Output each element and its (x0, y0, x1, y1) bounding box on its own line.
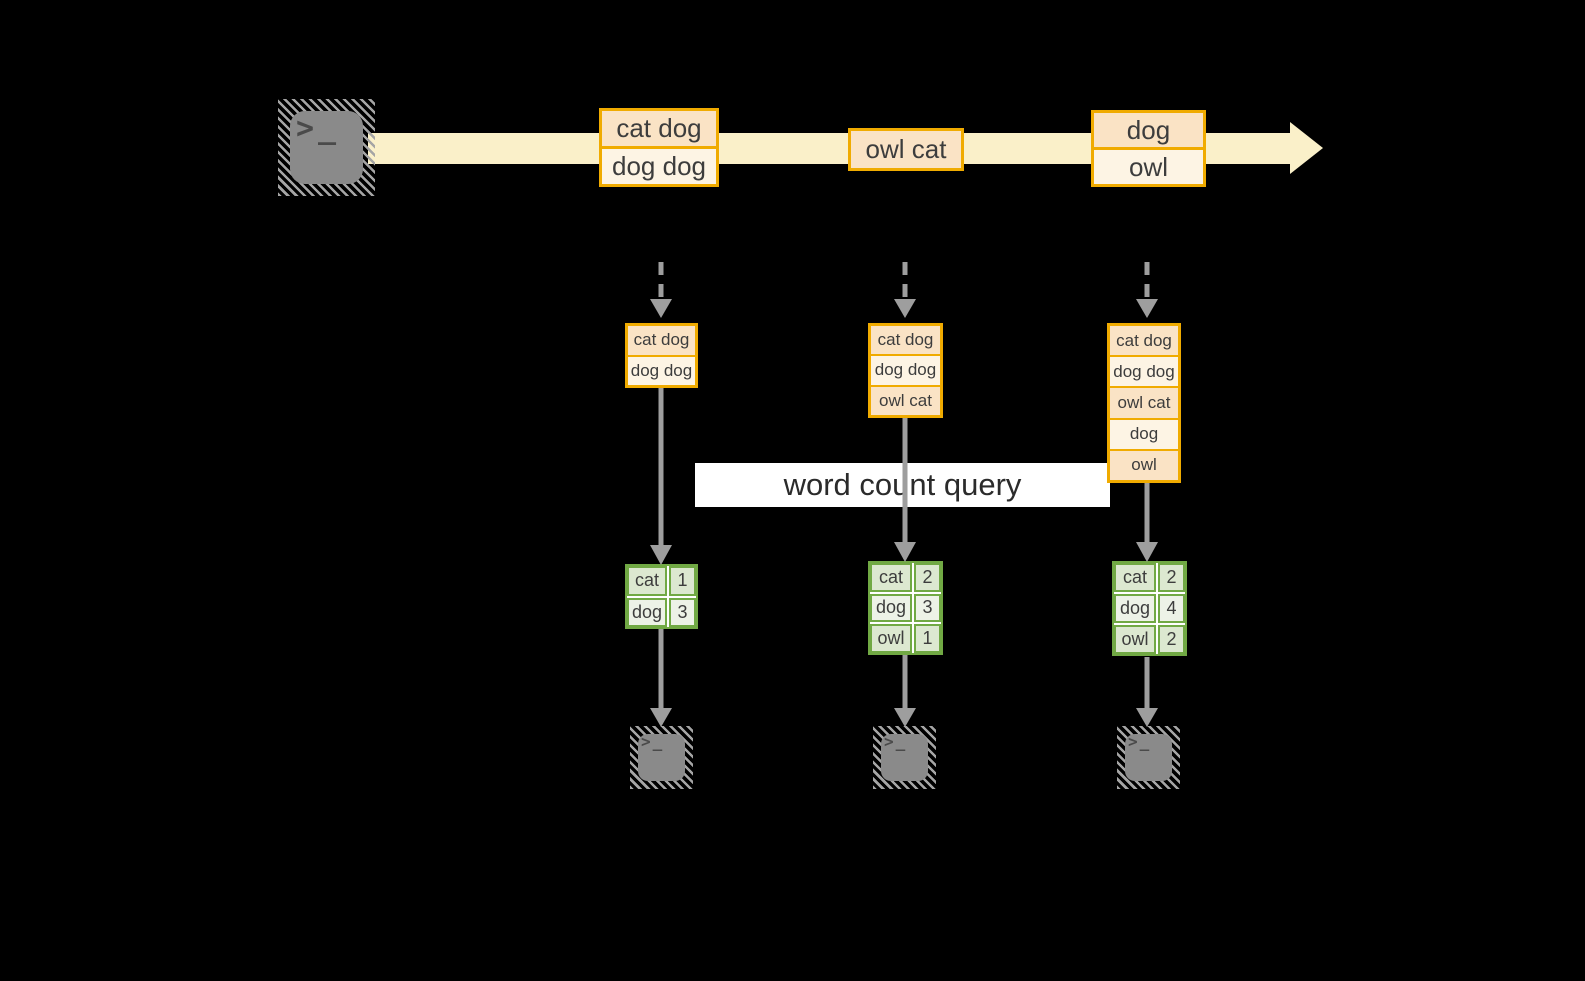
received-records-stack-2: cat dog dog dog owl cat (868, 323, 943, 418)
count-value: 2 (914, 563, 941, 592)
dashed-ingest-arrow-3 (1136, 262, 1158, 318)
stack-record: owl (1110, 448, 1178, 481)
count-value: 2 (1158, 625, 1185, 654)
count-value: 1 (669, 566, 696, 596)
source-terminal-icon: >_ (278, 99, 375, 196)
received-records-stack-3: cat dog dog dog owl cat dog owl (1107, 323, 1181, 483)
count-word: dog (627, 597, 667, 627)
stream-record: owl cat (851, 131, 961, 168)
terminal-prompt-glyph: >_ (296, 111, 341, 146)
query-arrow-3 (1136, 483, 1158, 562)
count-word: cat (870, 563, 912, 592)
count-value: 3 (914, 593, 941, 623)
emit-arrow-1 (650, 629, 672, 727)
stream-batch-1: cat dog dog dog (599, 108, 719, 187)
stack-record: dog dog (871, 354, 940, 385)
count-value: 2 (1158, 563, 1185, 592)
count-word: cat (1114, 563, 1156, 592)
stack-record: owl cat (871, 384, 940, 415)
terminal-screen (290, 111, 363, 184)
stack-record: cat dog (1110, 326, 1178, 356)
stream-record: cat dog (602, 111, 716, 146)
stream-record: owl (1094, 147, 1203, 184)
terminal-screen (1125, 734, 1172, 781)
emit-arrow-2 (894, 655, 916, 727)
sink-terminal-icon-1: >_ (630, 726, 693, 789)
stream-record: dog (1094, 113, 1203, 147)
count-word: cat (627, 566, 667, 596)
terminal-prompt-glyph: >_ (884, 732, 908, 751)
stack-record: cat dog (628, 326, 695, 355)
count-word: owl (1114, 625, 1156, 654)
count-value: 3 (669, 597, 696, 627)
stream-record: dog dog (602, 146, 716, 184)
stack-record: owl cat (1110, 386, 1178, 418)
query-label: word count query (695, 463, 1110, 507)
count-word: dog (870, 593, 912, 623)
count-word: owl (870, 624, 912, 653)
received-records-stack-1: cat dog dog dog (625, 323, 698, 388)
terminal-screen (881, 734, 928, 781)
count-table-3: cat 2 dog 4 owl 2 (1112, 561, 1187, 656)
stack-record: dog dog (1110, 355, 1178, 387)
stream-batch-2: owl cat (848, 128, 964, 171)
terminal-prompt-glyph: >_ (1128, 732, 1152, 751)
count-word: dog (1114, 594, 1156, 623)
stack-record: dog dog (628, 354, 695, 385)
dashed-ingest-arrow-2 (894, 262, 916, 318)
emit-arrow-3 (1136, 657, 1158, 727)
query-arrow-1 (650, 388, 672, 565)
stream-batch-3: dog owl (1091, 110, 1206, 187)
sink-terminal-icon-2: >_ (873, 726, 936, 789)
stack-record: dog (1110, 417, 1178, 449)
count-value: 4 (1158, 594, 1185, 623)
terminal-screen (638, 734, 685, 781)
terminal-prompt-glyph: >_ (641, 732, 665, 751)
sink-terminal-icon-3: >_ (1117, 726, 1180, 789)
count-value: 1 (914, 624, 941, 653)
count-table-1: cat 1 dog 3 (625, 564, 698, 629)
stream-arrowhead (1290, 122, 1323, 174)
count-table-2: cat 2 dog 3 owl 1 (868, 561, 943, 655)
dashed-ingest-arrow-1 (650, 262, 672, 318)
stack-record: cat dog (871, 326, 940, 355)
